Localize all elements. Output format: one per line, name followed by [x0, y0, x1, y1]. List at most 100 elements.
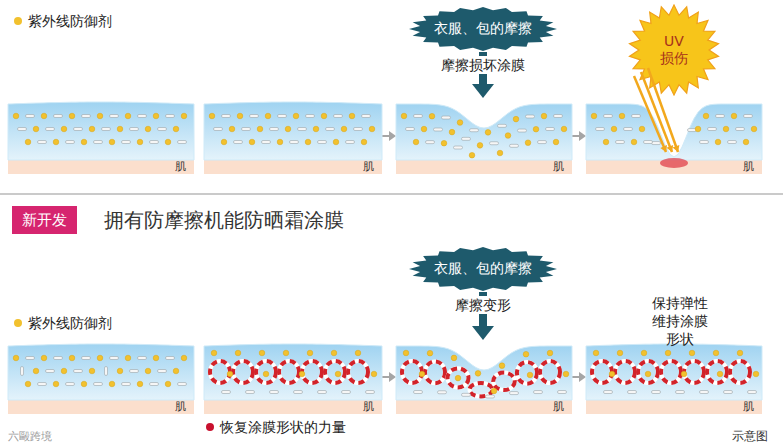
skin-panel: 肌 [8, 340, 194, 414]
uv-agent-dot [485, 130, 491, 136]
uv-agent-flake [736, 128, 745, 131]
uv-agent-flake [546, 128, 555, 131]
uv-agent-dot [523, 351, 529, 357]
figure-note: 示意图 [732, 428, 768, 444]
uv-agent-flake [628, 391, 637, 394]
recovery-ring [540, 361, 560, 383]
uv-agent-flake [632, 115, 641, 118]
skin-panel: 肌 [396, 98, 572, 174]
legend-swatch [14, 17, 22, 25]
uv-ray [641, 72, 672, 152]
uv-agent-dot [81, 139, 87, 145]
uv-agent-flake [624, 128, 633, 131]
legend-text: 紫外线防御剂 [28, 314, 112, 332]
uv-agent-flake [74, 128, 83, 131]
uv-agent-dot [265, 113, 271, 119]
recovery-ring-base [402, 361, 422, 383]
uv-agent-flake [94, 383, 103, 386]
uv-agent-dot [591, 113, 597, 119]
uv-agent-dot [61, 126, 67, 132]
uv-agent-dot [355, 350, 361, 356]
diagram-title: 拥有防摩擦机能防晒霜涂膜 [104, 206, 344, 234]
uv-agent-flake [700, 141, 709, 144]
sunscreen-film [8, 102, 194, 160]
arrow-head [579, 131, 586, 141]
uv-agent-dot [611, 126, 617, 132]
uv-agent-flake [110, 357, 119, 360]
uv-agent-dot [449, 129, 455, 135]
uv-agent-dot [293, 113, 299, 119]
uv-agent-dot [69, 355, 75, 361]
recovery-ring [684, 361, 704, 383]
uv-agent-dot [477, 143, 483, 149]
uv-agent-flake [54, 357, 63, 360]
uv-agent-dot [13, 113, 19, 119]
uv-agent-dot [371, 371, 377, 377]
uv-agent-flake [38, 141, 47, 144]
uv-agent-dot [125, 355, 131, 361]
uv-agent-flake [150, 141, 159, 144]
uv-agent-dot [369, 126, 375, 132]
uv-agent-flake [334, 115, 343, 118]
uv-agent-flake [604, 391, 613, 394]
uv-agent-flake [354, 128, 363, 131]
uv-agent-flake [46, 128, 55, 131]
uv-agent-dot [499, 363, 505, 369]
connector-line [382, 376, 390, 378]
connector-line [382, 135, 390, 137]
uv-agent-dot [619, 113, 625, 119]
uv-agent-flake [442, 116, 451, 119]
uv-ray-head [673, 145, 680, 152]
skin-panel: 肌 [586, 340, 762, 414]
uv-agent-flake [138, 115, 147, 118]
uv-agent-dot [561, 126, 567, 132]
uv-agent-dot [321, 113, 327, 119]
uv-agent-flake [486, 395, 495, 398]
legend-swatch [14, 319, 22, 327]
uv-agent-flake [438, 391, 447, 394]
uv-agent-flake [554, 115, 563, 118]
uv-agent-dot [695, 126, 701, 132]
uv-agent-dot [209, 113, 215, 119]
skin-layer [204, 160, 382, 174]
uv-agent-flake [178, 141, 187, 144]
uv-ray [648, 68, 678, 152]
recovery-ring-base [615, 361, 635, 383]
legend-row: 恢复涂膜形状的力量 [206, 418, 346, 436]
uv-agent-dot [259, 350, 265, 356]
uv-damage-spot [660, 158, 688, 168]
legend-text: 紫外线防御剂 [28, 12, 112, 30]
uv-agent-flake [74, 370, 83, 373]
callout-text: 衣服、包的摩擦 [434, 260, 532, 278]
uv-text: UV 损伤 [658, 33, 690, 67]
uv-agent-dot [307, 350, 313, 356]
uv-agent-dot [181, 355, 187, 361]
uv-agent-flake [82, 357, 91, 360]
skin-cross-section [8, 340, 194, 414]
uv-agent-flake [246, 391, 255, 394]
recovery-ring [402, 361, 422, 383]
sunscreen-film [586, 104, 762, 160]
uv-agent-dot [53, 139, 59, 145]
uv-agent-flake [294, 391, 303, 394]
uv-agent-dot [69, 113, 75, 119]
uv-agent-dot [165, 381, 171, 387]
skin-panel: 肌 [204, 340, 382, 414]
uv-agent-dot [731, 113, 737, 119]
uv-agent-flake [326, 128, 335, 131]
recovery-ring [517, 362, 537, 384]
uv-agent-flake [214, 128, 223, 131]
uv-agent-flake [21, 367, 24, 376]
recovery-ring-base [302, 361, 322, 383]
uv-agent-flake [298, 128, 307, 131]
uv-agent-dot [109, 381, 115, 387]
uv-agent-dot [313, 126, 319, 132]
uv-agent-flake [26, 115, 35, 118]
uv-agent-flake [708, 128, 717, 131]
uv-agent-flake [518, 129, 527, 132]
skin-label: 肌 [175, 400, 186, 414]
uv-agent-dot [429, 113, 435, 119]
uv-agent-flake [270, 391, 279, 394]
uv-agent-dot [457, 120, 463, 126]
